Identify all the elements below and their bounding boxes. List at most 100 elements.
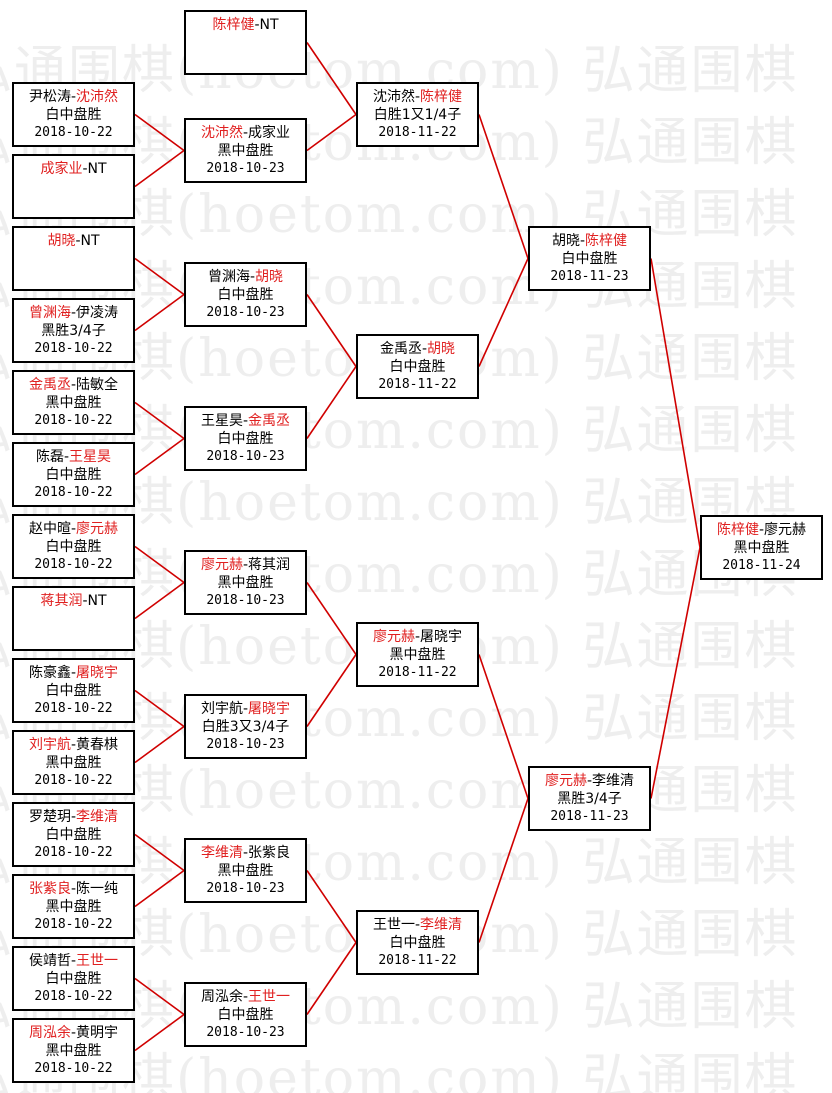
match-players: 尹松涛-沈沛然 [14,88,133,106]
match-result: 白中盘胜 [45,827,102,843]
player-separator: - [70,953,77,969]
match-players: 侯靖哲-王世一 [14,952,133,970]
player-white: 伊凌涛 [76,305,119,321]
connector-line [306,42,357,115]
match-result: 白胜3又3/4子 [201,719,290,735]
player-separator: - [70,305,77,321]
connector-line [478,114,529,259]
connector-line [134,977,185,1016]
match-result: 白中盘胜 [217,287,274,303]
player-white: 胡晓 [427,341,456,357]
player-separator: - [242,125,249,141]
match-result: 白中盘胜 [217,1007,274,1023]
connector-line [306,582,357,655]
match-result: 黑中盘胜 [45,395,102,411]
connector-line [306,654,357,727]
player-separator: - [414,89,421,105]
match-players: 王世一-李维清 [358,916,477,934]
player-separator: - [249,269,256,285]
player-white: 屠晓宇 [248,701,291,717]
match-players: 刘宇航-屠晓宇 [186,700,305,718]
match-date: 2018-11-22 [378,665,457,680]
match-date: 2018-11-22 [378,377,457,392]
match-players: 周泓余-黄明宇 [14,1024,133,1042]
match-result: 黑中盘胜 [217,143,274,159]
match-players: 陈磊-王星昊 [14,448,133,466]
match-date: 2018-10-22 [34,557,113,572]
player-separator: - [586,773,593,789]
player-white: 黄明宇 [76,1025,119,1041]
connector-line [306,870,357,943]
player-white: 廖元赫 [764,522,807,538]
match-result: 白中盘胜 [45,539,102,555]
player-black: 胡晓 [551,233,580,249]
connector-line [134,545,185,584]
match-players: 曾渊海-胡晓 [186,268,305,286]
player-white: 金禹丞 [248,413,291,429]
match-players: 周泓余-王世一 [186,988,305,1006]
player-white: 廖元赫 [76,521,119,537]
match-result: 白中盘胜 [389,935,446,951]
player-separator: - [70,881,77,897]
match-date: 2018-10-22 [34,845,113,860]
player-black: 沈沛然 [372,89,415,105]
player-white: 黄春棋 [76,737,119,753]
player-separator: - [70,737,77,753]
player-black: 陈磊 [35,449,64,465]
player-black: 陈梓健 [716,522,759,538]
player-separator: - [414,917,421,933]
player-white: 王世一 [248,989,291,1005]
match-date: 2018-11-24 [722,558,801,573]
match-result: 黑中盘胜 [45,755,102,771]
player-black: 成家业 [40,161,83,177]
match-players: 李维清-张紫良 [186,844,305,862]
player-black: 廖元赫 [544,773,587,789]
player-separator: - [414,629,421,645]
player-black: 沈沛然 [200,125,243,141]
player-white: 陈梓健 [585,233,628,249]
player-black: 廖元赫 [372,629,415,645]
connector-line [650,258,701,548]
match-date: 2018-10-22 [34,773,113,788]
match-players: 陈梓健-廖元赫 [702,521,821,539]
match-date: 2018-10-22 [34,125,113,140]
player-black: 蒋其润 [40,593,83,609]
match-date: 2018-10-22 [34,989,113,1004]
connector-line [134,437,185,476]
match-result: 黑中盘胜 [45,899,102,915]
connector-line [134,689,185,728]
match-box: 曾渊海-伊凌涛黑胜3/4子 2018-10-22 [12,298,135,363]
player-separator: - [82,161,88,177]
player-white: 陆敏全 [76,377,119,393]
match-result: 白中盘胜 [561,251,618,267]
player-separator: - [242,701,249,717]
player-white: 张紫良 [248,845,291,861]
connector-line [134,833,185,872]
player-black: 王世一 [372,917,415,933]
match-result: 黑胜3/4子 [41,323,106,339]
player-separator: - [63,449,70,465]
player-separator: - [82,593,88,609]
match-players: 胡晓-NT [14,232,133,250]
player-white: 屠晓宇 [420,629,463,645]
match-players: 刘宇航-黄春棋 [14,736,133,754]
match-date: 2018-11-23 [550,269,629,284]
player-white: 沈沛然 [76,89,119,105]
connector-line [306,294,357,367]
match-date: 2018-10-22 [34,341,113,356]
player-black: 金禹丞 [28,377,71,393]
player-separator: - [254,17,260,33]
player-separator: - [242,989,249,1005]
match-result: 白中盘胜 [45,971,102,987]
match-players: 曾渊海-伊凌涛 [14,304,133,322]
match-players: 胡晓-陈梓健 [530,232,649,250]
player-black: 李维清 [200,845,243,861]
match-date: 2018-10-22 [34,701,113,716]
